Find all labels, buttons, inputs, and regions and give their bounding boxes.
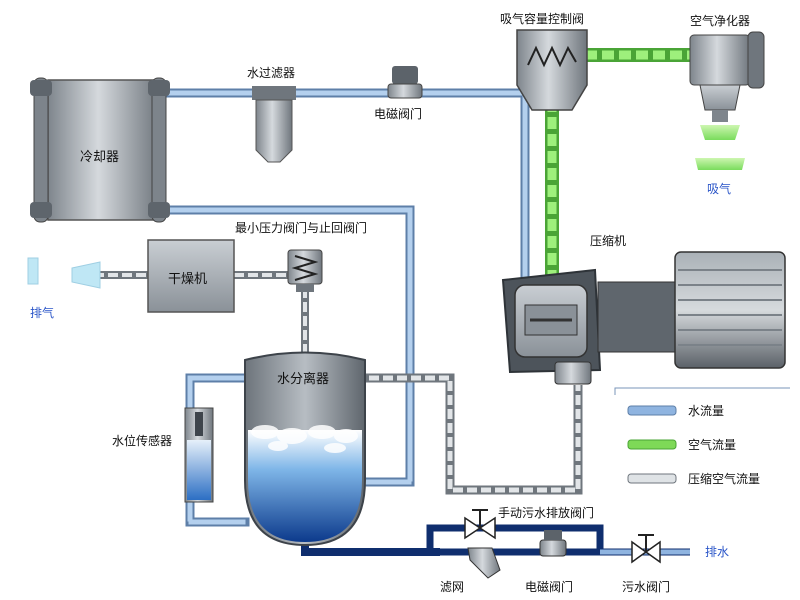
label-strainer: 滤网 — [440, 580, 465, 594]
label-sewage-valve: 污水阀门 — [622, 580, 671, 594]
legend — [614, 387, 790, 484]
water-filter — [252, 86, 296, 163]
label-solenoid-valve-top: 电磁阀门 — [374, 107, 423, 121]
legend-label-compressed: 压缩空气流量 — [688, 472, 761, 486]
sewage-valve — [631, 534, 661, 564]
legend-swatch-compressed — [627, 473, 677, 484]
label-air-purifier: 空气净化器 — [690, 14, 751, 28]
legend-label-air: 空气流量 — [688, 438, 737, 452]
cooler — [30, 77, 170, 223]
strainer — [467, 547, 501, 579]
intake-control-valve — [516, 29, 588, 111]
label-cooler: 冷却器 — [80, 150, 120, 165]
legend-swatch-air — [627, 439, 677, 450]
label-manual-drain-valve: 手动污水排放阀门 — [498, 506, 595, 520]
label-water-level-sensor: 水位传感器 — [112, 434, 173, 448]
label-intake-control-valve: 吸气容量控制阀 — [500, 12, 585, 26]
motor — [597, 251, 786, 369]
air-intake-pipes — [545, 48, 695, 285]
water-level-sensor — [184, 407, 214, 503]
label-dryer: 干燥机 — [168, 272, 208, 287]
exhaust-indicator — [27, 257, 101, 289]
solenoid-valve-bottom — [539, 530, 567, 557]
solenoid-valve-top — [387, 66, 423, 99]
water-separator — [244, 351, 366, 547]
dryer — [147, 239, 235, 313]
compressor — [501, 268, 602, 385]
label-drain: 排水 — [705, 545, 730, 559]
label-water-separator: 水分离器 — [277, 372, 330, 387]
manual-drain-valve — [464, 509, 496, 540]
label-water-filter: 水过滤器 — [247, 66, 296, 80]
label-min-pressure-check-valve: 最小压力阀门与止回阀门 — [235, 221, 368, 235]
label-intake: 吸气 — [707, 182, 732, 196]
label-exhaust: 排气 — [30, 306, 55, 320]
legend-label-water: 水流量 — [688, 404, 725, 418]
min-pressure-check-valve — [287, 249, 323, 292]
label-solenoid-valve-bottom: 电磁阀门 — [525, 580, 574, 594]
intake-indicator — [695, 125, 745, 170]
legend-swatch-water — [627, 405, 677, 416]
air-purifier — [689, 31, 765, 122]
label-compressor: 压缩机 — [590, 234, 627, 248]
